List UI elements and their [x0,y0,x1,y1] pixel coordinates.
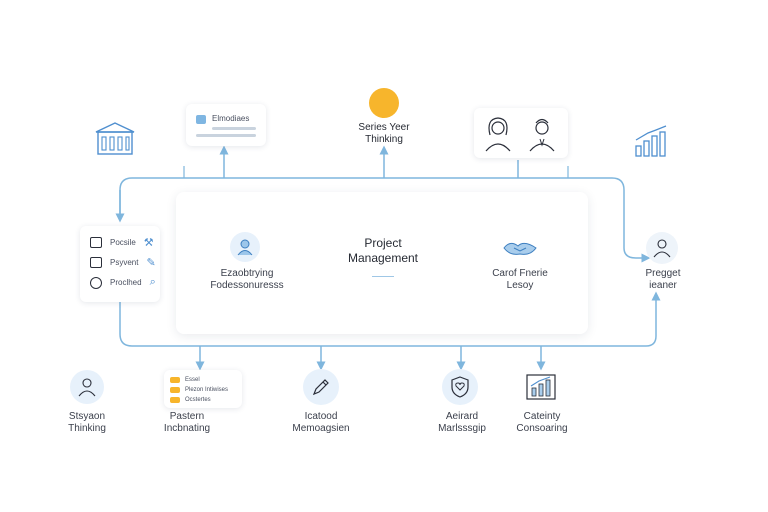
bottom-node-5-line1: Cateinty [523,411,561,422]
tag-icon [170,377,180,383]
bottom-node-4-label: Aeirard Marlsssgip [422,411,502,435]
person-icon [237,239,253,256]
document-card-text: Elmodiaes [212,114,250,123]
woman-icon [485,117,511,152]
left-panel-row-text: Pocsile [110,237,136,247]
pencil-icon: ✎ [146,257,156,269]
inner-left-line2: Fodessonuresss [210,280,284,291]
wrench-icon: ⚒ [143,237,154,249]
right-node-avatar [646,232,678,264]
growth-chart-node [634,124,668,158]
inner-left-avatar [230,232,260,262]
bottom-node-4-line2: Marlsssgip [438,423,486,434]
right-node-label: Pregget ieaner [630,268,696,292]
bottom-node-1-label: Stsyaon Thinking [48,411,126,435]
bottom-node-1-line2: Thinking [68,423,106,434]
building-node [94,120,136,158]
bottom-node-4-line1: Aeirard [445,411,479,422]
inner-left-label: Ezaobtrying Fodessonuresss [206,268,288,292]
gear-icon [90,276,102,289]
inner-right-line1: Carof Fnerie [492,268,548,279]
bottom-node-3-label: Icatood Memoagsien [280,411,362,435]
bottom-card-row-text: Ocstertes [185,397,211,403]
people-card [474,108,568,158]
inner-right-icon-wrap [500,236,540,260]
top-rail [119,177,651,263]
bottom-card-row-text: Essel [185,377,200,383]
document-card-line1 [212,127,256,130]
bottom-node-1-avatar [70,370,104,404]
bottom-card-row: Essel [170,375,200,385]
bottom-node-3-line1: Icatood [304,411,338,422]
project-management-card [176,192,588,334]
left-panel-row: Pocsile ⚒ [90,236,154,249]
left-panel-row: Psyvent ✎ [90,256,156,269]
bottom-node-5-line2: Consoaring [516,423,568,434]
bottom-node-3-icon-wrap [303,369,339,405]
sun-node: Series Yeer Thinking [348,82,420,148]
person-outline-icon [653,239,671,258]
chart-board-icon [526,374,556,400]
handshake-icon [503,242,537,255]
bottom-node-2-line2: Incbnating [163,423,211,434]
bottom-node-2-line1: Pastern [169,411,205,422]
bottom-list-card: Essel Plezon Intiwises Ocstertes [164,370,242,408]
document-thumb-icon [196,115,206,124]
right-node-line2: ieaner [649,280,677,291]
man-icon [529,118,555,152]
tag-icon [170,387,180,393]
bottom-node-5-icon-wrap [524,372,558,402]
tag-icon [170,397,180,403]
sun-node-label: Series Yeer Thinking [348,122,420,146]
sun-icon [369,88,399,118]
left-panel-row-text: Proclhed [110,277,142,287]
bottom-node-1-line1: Stsyaon [68,411,106,422]
center-title-line2: Management [347,251,419,265]
bottom-card-row: Ocstertes [170,395,211,405]
search-icon: ⌕ [149,276,156,288]
bottom-card-row: Plezon Intiwises [170,385,228,395]
center-divider [372,276,394,277]
left-panel-row-text: Psyvent [110,257,139,267]
sun-node-line1: Series Yeer [358,122,410,133]
pencil-icon [312,379,329,396]
bottom-node-5-label: Cateinty Consoaring [502,411,582,435]
bottom-node-3-line2: Memoagsien [292,423,350,434]
left-panel-row: Proclhed ⌕ [90,276,156,289]
right-node-line1: Pregget [645,268,681,279]
person-icon [78,378,96,397]
building-icon [95,122,135,155]
center-title: Project Management [318,236,448,266]
document-card-line2 [196,134,256,137]
inner-left-line1: Ezaobtrying [220,268,274,279]
checklist-icon [90,257,102,268]
shield-heart-icon [451,376,469,398]
bottom-rail [119,291,661,347]
left-task-panel: Pocsile ⚒ Psyvent ✎ Proclhed ⌕ [80,226,160,302]
sun-node-line2: Thinking [365,134,403,145]
inner-right-line2: Lesoy [506,280,534,291]
bottom-card-row-text: Plezon Intiwises [185,387,229,393]
inner-right-label: Carof Fnerie Lesoy [478,268,562,292]
document-card: Elmodiaes [186,104,266,146]
bottom-node-2-label: Pastern Incbnating [150,411,224,435]
center-title-line1: Project [364,236,402,250]
bottom-node-4-icon-wrap [442,369,478,405]
bar-chart-icon [635,125,667,157]
folder-icon [90,237,102,248]
